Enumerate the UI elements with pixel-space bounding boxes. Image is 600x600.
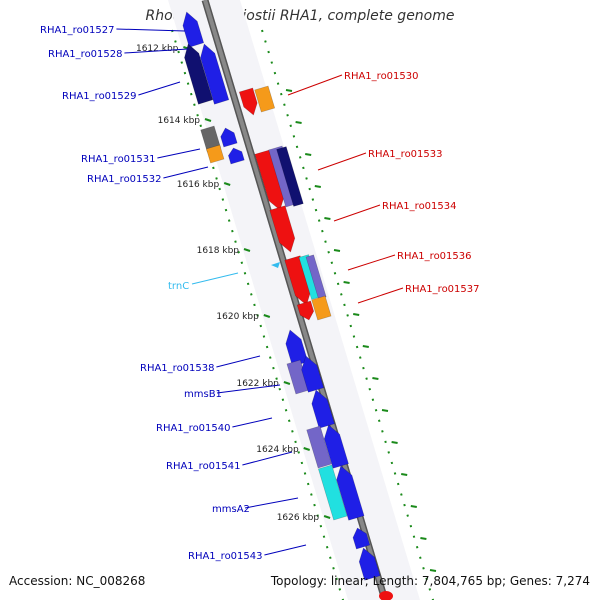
label-leader-line	[357, 287, 404, 304]
gene-trnC[interactable]	[271, 262, 280, 268]
minor-tick	[372, 377, 379, 380]
gene-label-reverse[interactable]: mmsB1	[184, 389, 222, 400]
minor-tick	[324, 217, 331, 220]
gene-ro01530[interactable]	[238, 87, 258, 116]
gene-label-forward[interactable]: RHA1_ro01536	[397, 251, 472, 262]
gene-ro01532[interactable]	[206, 144, 225, 164]
gene-label-forward[interactable]: RHA1_ro01533	[368, 149, 443, 160]
label-leader-line	[216, 355, 261, 368]
accession-text: Accession: NC_008268	[9, 574, 146, 588]
gene-label-forward[interactable]: RHA1_ro01530	[344, 71, 419, 82]
minor-tick	[295, 121, 302, 124]
minor-tick	[353, 313, 360, 316]
gene-ro01531b[interactable]	[220, 127, 238, 148]
gene-ro01533[interactable]	[254, 149, 285, 211]
scale-tick-label: 1622 kbp	[236, 379, 279, 389]
label-leader-line	[242, 451, 293, 466]
minor-tick	[362, 345, 369, 348]
scale-tick-label: 1616 kbp	[177, 180, 220, 190]
scale-tick-label: 1614 kbp	[158, 116, 201, 126]
label-leader-line	[244, 497, 299, 509]
scale-tick-label: 1626 kbp	[277, 513, 320, 523]
gene-mmsA2[interactable]	[318, 464, 348, 521]
label-leader-line	[157, 148, 201, 159]
gene-label-forward[interactable]: RHA1_ro01534	[382, 201, 457, 212]
label-leader-line	[216, 384, 281, 394]
minor-tick	[420, 537, 427, 540]
scale-tick	[243, 248, 251, 252]
gene-ro01534[interactable]	[269, 205, 296, 253]
label-leader-line	[333, 204, 381, 222]
gene-ro01540[interactable]	[311, 389, 335, 429]
gene-label-reverse[interactable]: RHA1_ro01543	[188, 551, 263, 562]
gene-label-reverse[interactable]: RHA1_ro01532	[87, 174, 162, 185]
gene-ro01533c[interactable]	[276, 146, 304, 207]
gene-label-reverse[interactable]: RHA1_ro01540	[156, 423, 231, 434]
backbone-end-marker	[379, 591, 393, 600]
label-leader-line	[347, 254, 396, 271]
gene-label-reverse[interactable]: mmsA2	[212, 504, 250, 515]
gene-label-reverse[interactable]: RHA1_ro01538	[140, 363, 215, 374]
gene-ro01532b[interactable]	[228, 147, 245, 165]
label-leader-line	[124, 48, 189, 54]
gene-ro01536[interactable]	[284, 255, 312, 306]
minor-tick	[429, 569, 437, 572]
gene-ro01528[interactable]	[184, 43, 214, 105]
label-leader-line	[264, 544, 307, 556]
minor-tick	[305, 153, 312, 156]
gene-label-reverse[interactable]: RHA1_ro01529	[62, 91, 137, 102]
label-leader-line	[287, 74, 343, 96]
summary-text: Topology: linear; Length: 7,804,765 bp; …	[270, 574, 590, 588]
scale-tick-label: 1612 kbp	[136, 44, 179, 54]
label-leader-line	[116, 28, 186, 32]
scale-tick-label: 1620 kbp	[216, 312, 259, 322]
gene-ro01530b[interactable]	[254, 85, 276, 113]
minor-tick	[381, 409, 389, 412]
minor-tick	[343, 281, 350, 284]
scale-tick	[303, 447, 311, 451]
gene-label-reverse[interactable]: RHA1_ro01527	[40, 25, 115, 36]
scale-tick	[283, 381, 291, 385]
gene-label-forward[interactable]: RHA1_ro01537	[405, 284, 480, 295]
gene-ro01536c[interactable]	[305, 254, 327, 300]
gene-label-rna[interactable]: trnC	[168, 281, 189, 292]
minor-tick	[401, 473, 408, 476]
minor-tick	[391, 441, 398, 444]
label-leader-line	[191, 272, 239, 285]
gene-ro01529[interactable]	[200, 43, 230, 105]
gene-mmsA2b[interactable]	[336, 465, 365, 521]
scale-tick	[223, 182, 231, 186]
gene-ro01543[interactable]	[352, 527, 371, 550]
minor-tick	[333, 249, 341, 252]
minor-tick	[285, 89, 293, 92]
gene-label-reverse[interactable]: RHA1_ro01528	[48, 49, 123, 60]
gene-ro01541[interactable]	[306, 425, 332, 469]
scale-tick	[323, 515, 331, 519]
scale-tick-label: 1618 kbp	[197, 246, 240, 256]
gene-label-reverse[interactable]: RHA1_ro01541	[166, 461, 241, 472]
gene-ro01527[interactable]	[182, 11, 205, 48]
label-leader-line	[163, 166, 209, 179]
label-leader-line	[317, 152, 367, 171]
gene-label-reverse[interactable]: RHA1_ro01531	[81, 154, 156, 165]
gene-ro01537b[interactable]	[311, 295, 332, 321]
gene-ro01537[interactable]	[296, 300, 315, 321]
scale-tick-label: 1624 kbp	[256, 445, 299, 455]
scale-tick	[263, 314, 271, 318]
minor-tick	[410, 505, 417, 508]
scale-tick	[204, 118, 212, 122]
label-leader-line	[138, 81, 181, 96]
gene-ro01543b[interactable]	[358, 547, 381, 581]
minor-tick	[314, 185, 321, 188]
label-leader-line	[232, 417, 273, 428]
